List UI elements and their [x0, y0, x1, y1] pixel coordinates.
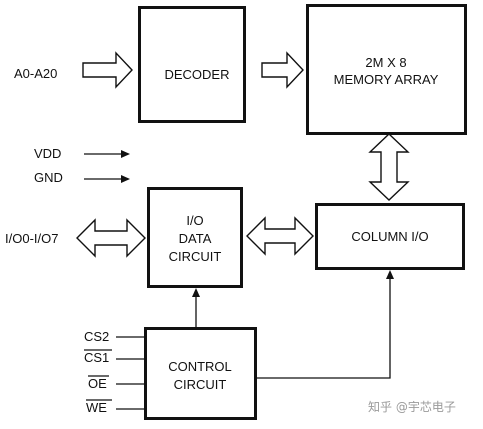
- vdd-arrowhead: [121, 150, 130, 158]
- io-data-circuit-label-line1: I/O: [186, 213, 203, 228]
- address-bus-arrow: [82, 51, 133, 89]
- decoder-label: DECODER: [164, 67, 229, 82]
- cs1-signal-label: CS1: [84, 350, 109, 365]
- cs2-signal-label: CS2: [84, 329, 109, 344]
- data-bus-arrow: [76, 218, 146, 258]
- memory-array-label-line2: MEMORY ARRAY: [334, 72, 439, 87]
- gnd-signal-label: GND: [34, 170, 63, 185]
- decoder-to-memory-arrow: [261, 51, 304, 89]
- gnd-arrowhead: [121, 175, 130, 183]
- watermark-text: 知乎 @宇芯电子: [368, 400, 456, 414]
- control-circuit-label-line2: CIRCUIT: [174, 377, 227, 392]
- memory-array-label-line1: 2M X 8: [365, 55, 406, 70]
- memory-array-block: [306, 4, 467, 135]
- memory-column-bus-arrow: [368, 133, 410, 201]
- decoder-block: [138, 6, 246, 123]
- vdd-signal-label: VDD: [34, 146, 61, 161]
- io-column-bus-arrow: [246, 216, 314, 256]
- control-circuit-label-line1: CONTROL: [168, 359, 232, 374]
- control-circuit-block: [144, 327, 257, 420]
- data-bus-signal-label: I/O0-I/O7: [5, 231, 58, 246]
- control-to-column-wire: [256, 278, 391, 379]
- io-data-circuit-label-line3: CIRCUIT: [169, 249, 222, 264]
- column-io-block: [315, 203, 465, 270]
- control-to-io-arrowhead: [192, 288, 200, 297]
- we-signal-label: WE: [86, 400, 107, 415]
- address-signal-label: A0-A20: [14, 66, 57, 81]
- control-to-column-arrowhead: [386, 270, 394, 279]
- io-data-circuit-label-line2: DATA: [179, 231, 212, 246]
- column-io-label: COLUMN I/O: [351, 229, 428, 244]
- io-data-circuit-block: [147, 187, 243, 288]
- oe-signal-label: OE: [88, 376, 107, 391]
